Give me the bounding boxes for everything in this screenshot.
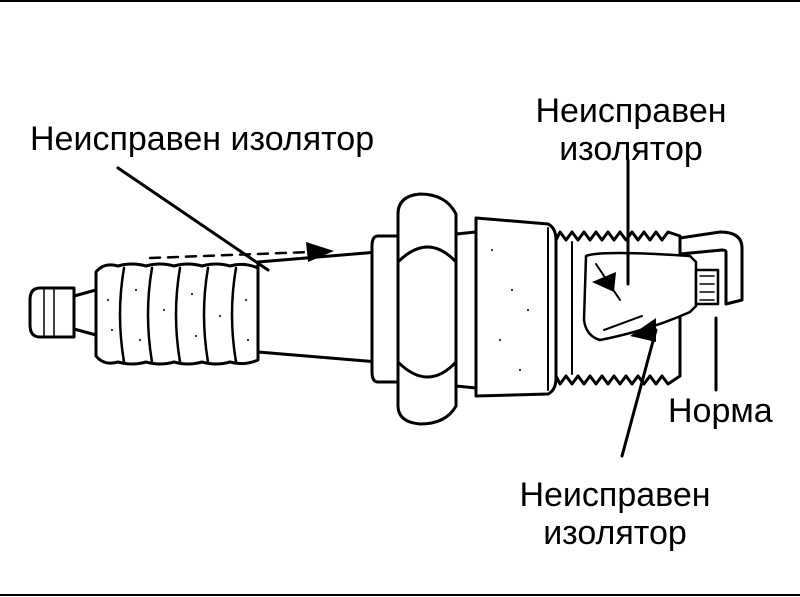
center-electrode (694, 268, 720, 306)
body-shell (474, 216, 558, 398)
terminal-tip (28, 286, 98, 339)
label-insulator-bottom-line1: Неисправен (519, 476, 711, 514)
arrow-head-right (306, 242, 334, 262)
leader-line-bottom (620, 328, 658, 458)
label-insulator-left: Неисправен изолятор (30, 120, 375, 158)
arrow-head-bottom (630, 318, 656, 342)
label-insulator-top-line1: Неисправен (535, 92, 727, 130)
ground-electrode (678, 230, 744, 306)
collar-ring (370, 234, 400, 384)
hex-nut (396, 192, 458, 426)
label-normal: Норма (668, 392, 773, 430)
insulator-neck (256, 250, 380, 364)
label-insulator-bottom: Неисправен изолятор (490, 476, 740, 552)
label-insulator-top: Неисправен изолятор (506, 92, 756, 168)
top-border (0, 0, 800, 2)
ribbed-insulator (94, 262, 260, 366)
bottom-border (0, 594, 800, 596)
leader-line-left (116, 166, 270, 272)
label-insulator-bottom-line2: изолятор (543, 514, 687, 552)
label-insulator-top-line2: изолятор (559, 130, 703, 168)
dashed-arrow-line (148, 250, 312, 260)
arrow-head-top (592, 272, 616, 292)
flange (454, 230, 478, 390)
